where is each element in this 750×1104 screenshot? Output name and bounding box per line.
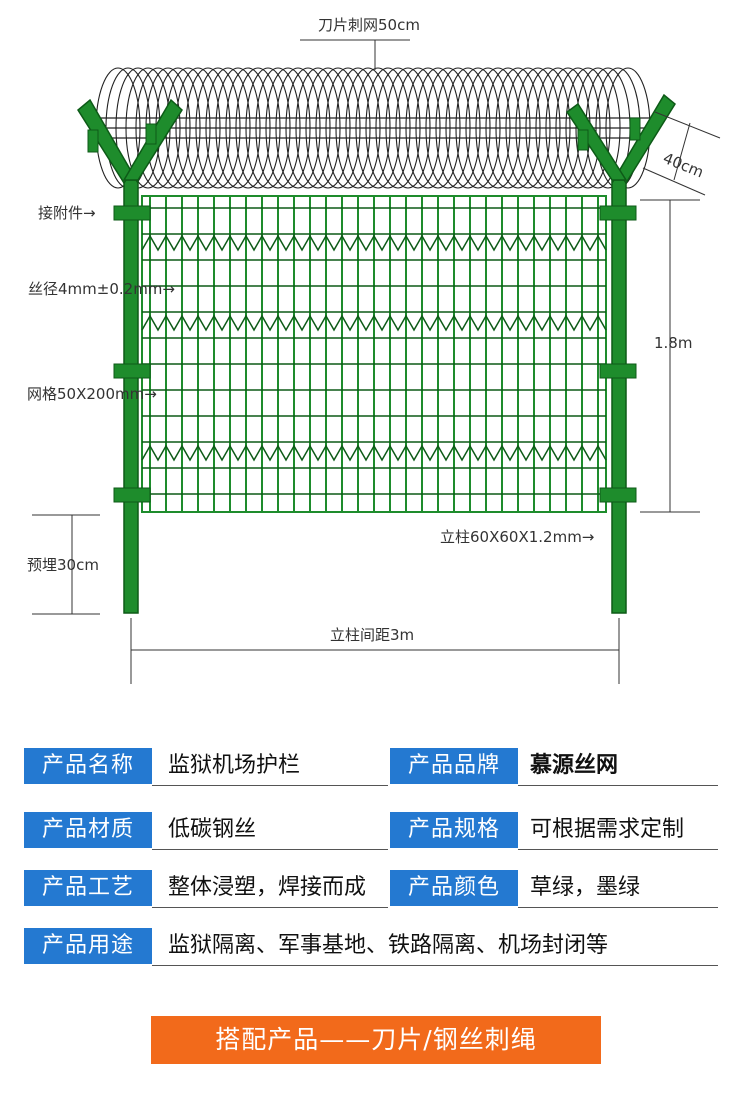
spec-value-color: 草绿，墨绿 bbox=[530, 875, 641, 900]
right-post bbox=[565, 93, 676, 614]
label-embed-depth: 预埋30cm bbox=[27, 556, 99, 574]
label-height: 1.8m bbox=[654, 334, 692, 352]
razor-wire-coils bbox=[95, 67, 651, 189]
mesh-fold-v bbox=[141, 314, 607, 332]
mesh-panel bbox=[141, 195, 607, 513]
spec-label-process: 产品工艺 bbox=[24, 870, 152, 906]
spec-value-process: 整体浸塑，焊接而成 bbox=[168, 875, 367, 900]
spec-label-material: 产品材质 bbox=[24, 812, 152, 848]
fence-diagram: 刀片刺网50cm 40cm 接附件→ 丝径4mm±0.2mm→ 网格50X200… bbox=[27, 16, 721, 684]
label-post-size: 立柱60X60X1.2mm→ bbox=[440, 528, 594, 546]
mesh-fold-v bbox=[141, 234, 607, 252]
label-coil-diameter: 40cm bbox=[661, 149, 707, 181]
label-post-spacing: 立柱间距3m bbox=[330, 626, 414, 644]
spec-divider bbox=[152, 849, 388, 850]
spec-divider bbox=[518, 907, 718, 908]
spec-label-usage: 产品用途 bbox=[24, 928, 152, 964]
label-razor-wire: 刀片刺网50cm bbox=[318, 16, 420, 34]
spec-value-size: 可根据需求定制 bbox=[530, 817, 685, 842]
spec-value-brand: 慕源丝网 bbox=[530, 753, 619, 778]
spec-divider bbox=[152, 785, 388, 786]
spec-divider bbox=[518, 785, 718, 786]
attachment-clamps bbox=[113, 205, 637, 503]
spec-label-size: 产品规格 bbox=[390, 812, 518, 848]
left-post bbox=[77, 98, 183, 614]
related-products-banner: 搭配产品——刀片/钢丝刺绳 bbox=[151, 1016, 601, 1064]
dimension-lines bbox=[32, 39, 721, 684]
label-wire-diameter: 丝径4mm±0.2mm→ bbox=[28, 280, 175, 298]
spec-label-color: 产品颜色 bbox=[390, 870, 518, 906]
spec-divider bbox=[152, 907, 388, 908]
spec-value-name: 监狱机场护栏 bbox=[168, 753, 301, 778]
label-attachment: 接附件→ bbox=[38, 204, 96, 222]
spec-value-usage: 监狱隔离、军事基地、铁路隔离、机场封闭等 bbox=[168, 933, 609, 958]
spec-label-name: 产品名称 bbox=[24, 748, 152, 784]
spec-divider bbox=[152, 965, 718, 966]
label-mesh-size: 网格50X200mm→ bbox=[27, 385, 157, 403]
spec-divider bbox=[518, 849, 718, 850]
spec-label-brand: 产品品牌 bbox=[390, 748, 518, 784]
spec-value-material: 低碳钢丝 bbox=[168, 817, 257, 842]
mesh-fold-v bbox=[141, 444, 607, 462]
